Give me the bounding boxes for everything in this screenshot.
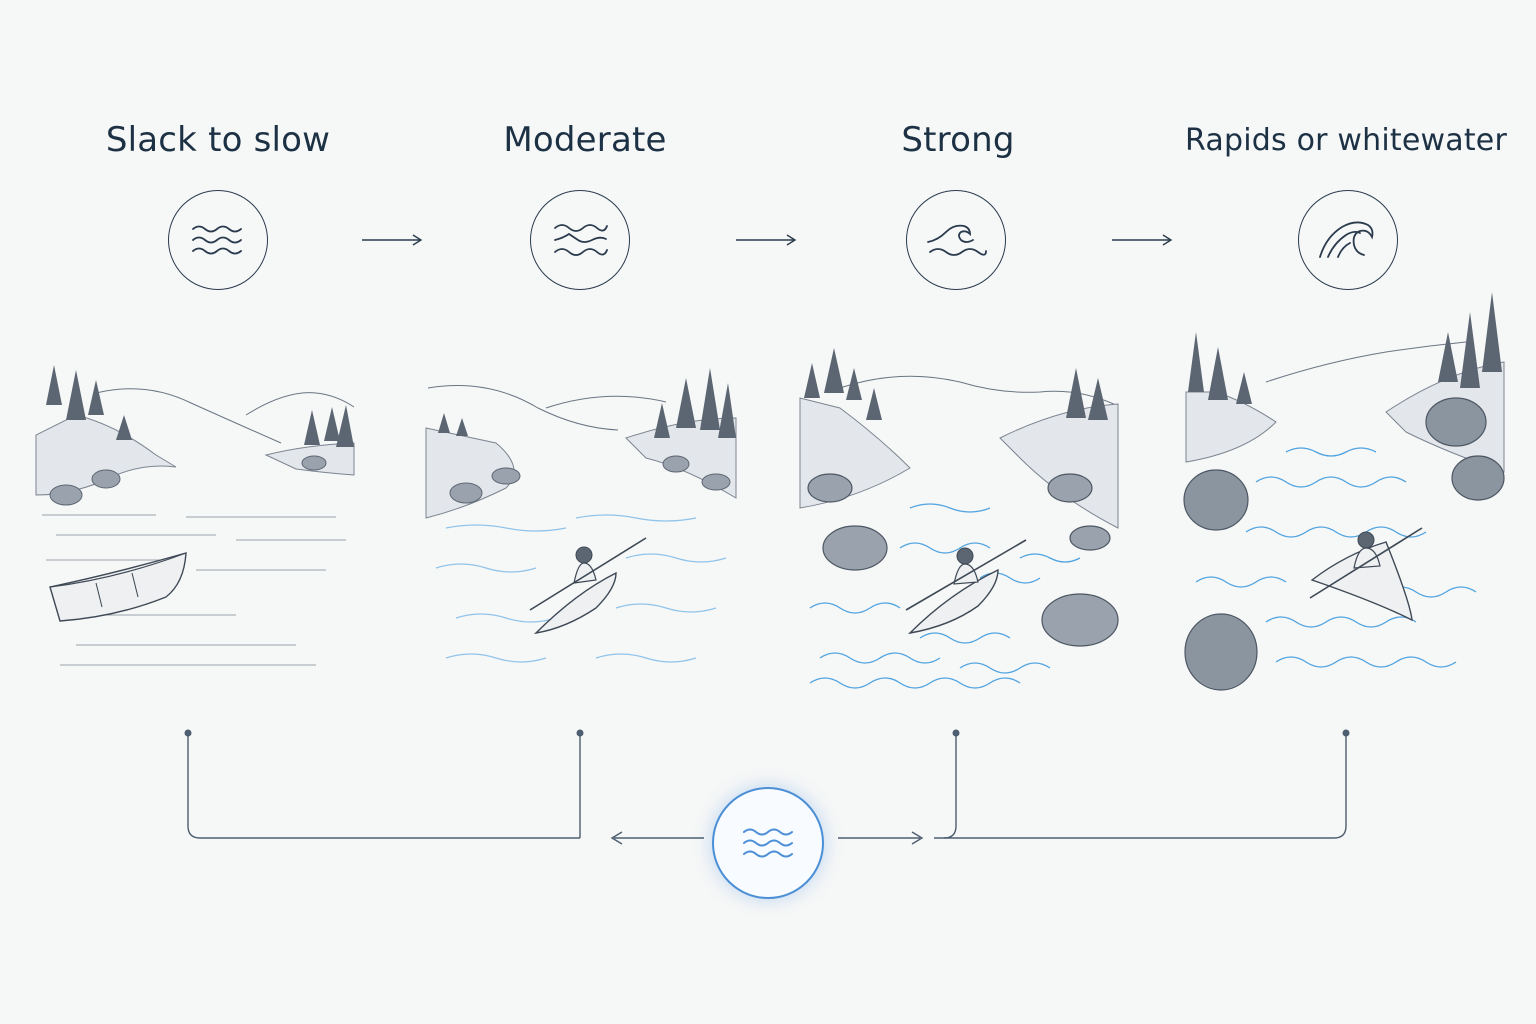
strong-wave-icon — [906, 190, 1006, 290]
kayak-on-strong-river-scene — [799, 348, 1119, 689]
kayak-on-moderate-river-scene — [425, 368, 737, 663]
connector-lines — [184, 729, 1350, 845]
level-label-strong: Strong — [901, 120, 1015, 160]
level-label-moderate: Moderate — [503, 120, 667, 160]
water-waves-icon — [712, 787, 824, 899]
calm-waves-icon — [168, 190, 268, 290]
breaking-wave-icon — [1298, 190, 1398, 290]
arrow-right-icon — [1112, 234, 1173, 246]
kayak-in-whitewater-rapids-scene — [1183, 292, 1505, 691]
moderate-waves-icon — [530, 190, 630, 290]
arrow-right-icon — [736, 234, 797, 246]
arrow-right-icon — [362, 234, 423, 246]
level-label-slack: Slack to slow — [105, 120, 331, 160]
rowboat-on-calm-lake-scene — [35, 365, 355, 666]
level-label-rapids: Rapids or whitewater — [1185, 122, 1507, 158]
